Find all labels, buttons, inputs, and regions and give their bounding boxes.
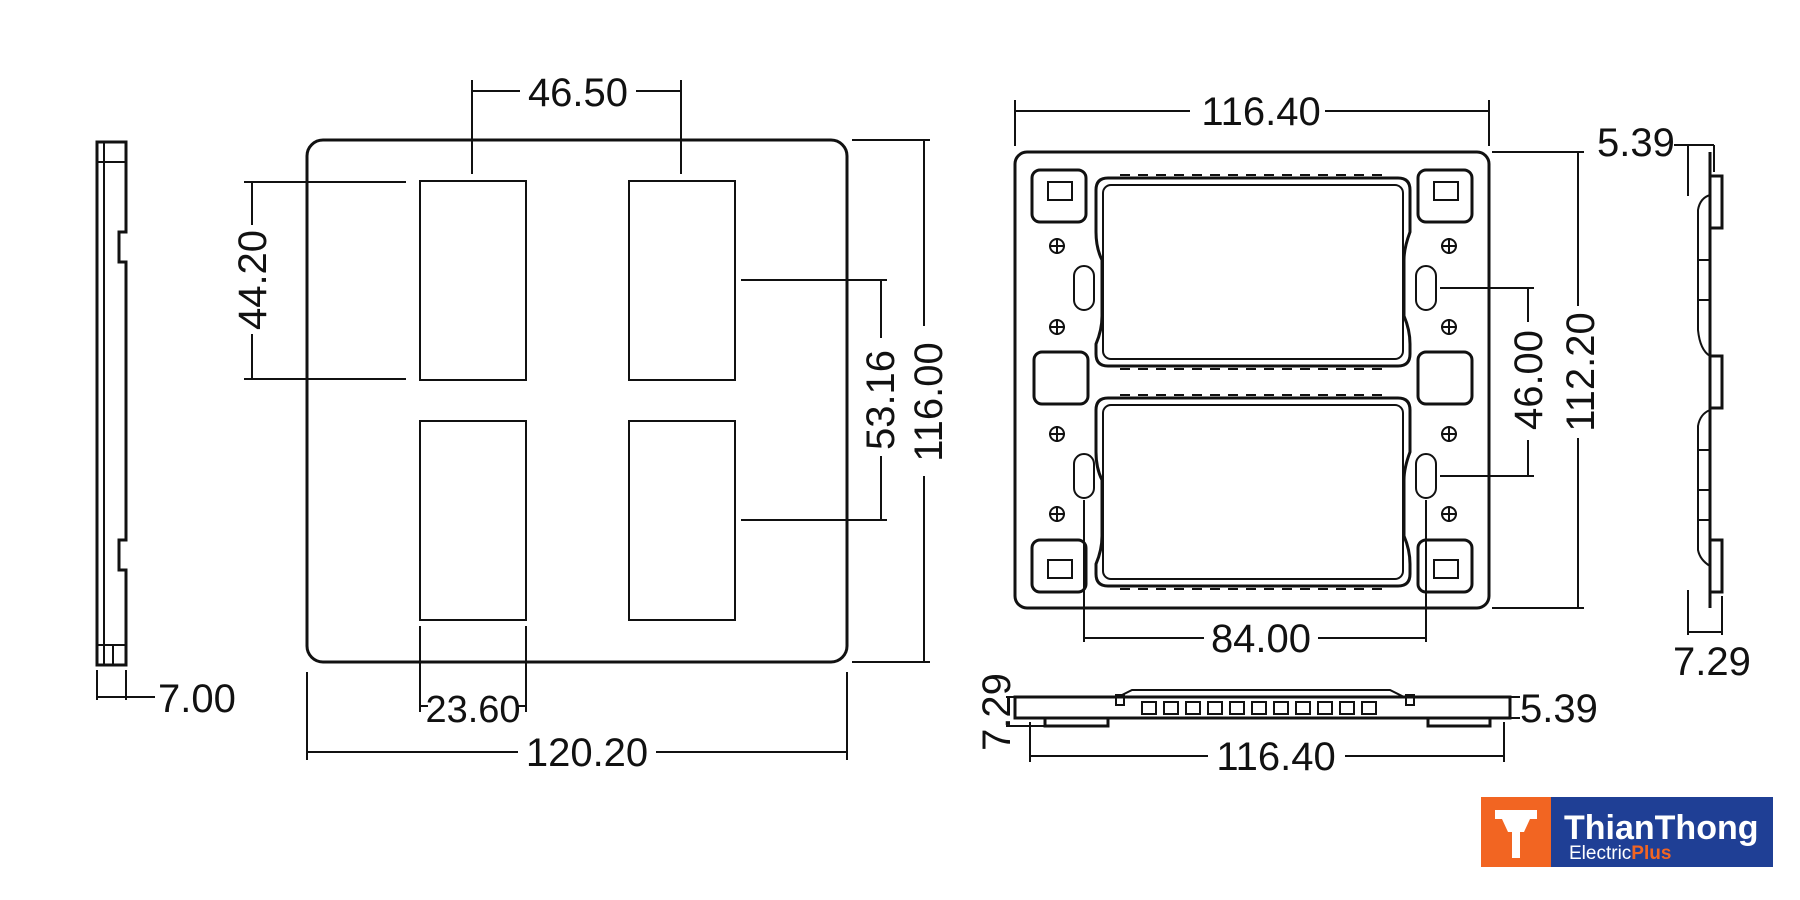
corner-clip-bottom-left	[1030, 538, 1088, 594]
corner-clip-top-left	[1030, 168, 1088, 224]
module-opening-top	[1094, 174, 1412, 370]
switch-window-top-right	[628, 180, 736, 381]
side-tab-right	[1416, 350, 1474, 406]
brand-tagline-electric: Electric	[1569, 843, 1631, 864]
t-logo-icon	[1495, 810, 1537, 858]
mounting-frame: 116.40 112.20 46.00 84.00	[1013, 90, 1603, 661]
logo-navy-block	[1551, 797, 1773, 867]
front-plate: 46.50 44.20 53.16 116.00 23.60 120.20	[231, 71, 951, 775]
module-opening-bottom	[1094, 394, 1412, 590]
dim-plate-height: 116.00	[907, 342, 951, 461]
brand-tagline-plus: Plus	[1631, 843, 1671, 864]
corner-clip-bottom-right	[1416, 538, 1474, 594]
dim-slot-pitch-vertical: 46.00	[1507, 330, 1551, 430]
corner-clip-top-right	[1416, 168, 1474, 224]
frame-bottom-view: 7.29 5.39 116.40	[975, 673, 1598, 779]
dim-window-width: 23.60	[425, 689, 520, 731]
brand-tagline: ElectricPlus	[1569, 843, 1671, 864]
switch-window-top-left	[419, 180, 527, 381]
mounting-slots	[1073, 265, 1437, 499]
plate-side-profile: 7.00	[95, 140, 236, 721]
dim-window-pitch-horizontal: 46.50	[528, 71, 628, 115]
dim-frame-height: 112.20	[1559, 312, 1603, 431]
dim-window-height: 44.20	[231, 230, 275, 330]
frame-teeth	[1141, 701, 1377, 715]
brand-logo: ThianThong ElectricPlus	[1481, 797, 1773, 867]
dim-window-pitch-vertical: 53.16	[859, 350, 903, 450]
dim-plate-width: 120.20	[526, 731, 648, 775]
screw-hole-markers	[1049, 238, 1457, 522]
side-tab-left	[1032, 350, 1090, 406]
switch-window-bottom-right	[628, 420, 736, 621]
dim-frame-bottom-left: 7.29	[975, 673, 1019, 751]
brand-name: ThianThong	[1564, 809, 1759, 847]
dim-frame-width: 116.40	[1201, 90, 1320, 134]
dim-frame-bottom-right: 5.39	[1520, 687, 1598, 731]
frame-side-view: 5.39 7.29	[1597, 121, 1751, 684]
switch-window-bottom-left	[419, 420, 527, 621]
dim-frame-bottom-width: 116.40	[1216, 735, 1335, 779]
dim-frame-side-bottom: 7.29	[1673, 640, 1751, 684]
dim-plate-thickness: 7.00	[158, 677, 236, 721]
dim-frame-side-top: 5.39	[1597, 121, 1675, 165]
dim-slot-pitch-horizontal: 84.00	[1211, 617, 1311, 661]
